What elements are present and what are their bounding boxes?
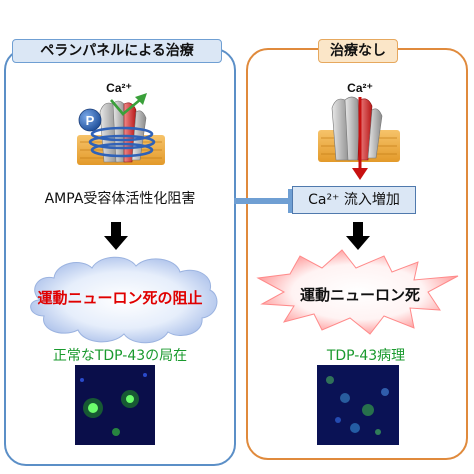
deflected-arrow-icon	[110, 93, 147, 116]
ampa-inhibition-label: AMPA受容体活性化阻害	[44, 191, 196, 207]
calcium-influx-box: Ca²⁺ 流入増加	[292, 186, 416, 214]
down-arrow-icon	[104, 222, 128, 250]
normal-tdp43-label: 正常なTDP-43の局在	[52, 348, 188, 364]
motor-neuron-death-prevention: 運動ニューロン死の阻止	[37, 289, 203, 307]
ampa-receptor-right	[331, 96, 383, 161]
motor-neuron-death: 運動ニューロン死	[299, 286, 420, 304]
influx-arrow-icon	[352, 97, 368, 180]
calcium-label-right: Ca²⁺	[347, 81, 373, 95]
micrograph-normal	[75, 365, 155, 445]
perampanel-molecule: P	[78, 108, 102, 132]
right-panel-title: 治療なし	[318, 39, 398, 63]
tdp43-pathology-label: TDP-43病理	[326, 348, 406, 364]
ampa-receptor-left	[88, 100, 156, 163]
down-arrow-icon	[346, 222, 370, 250]
inhibition-connector	[234, 189, 292, 213]
calcium-label-left: Ca²⁺	[106, 81, 132, 95]
left-panel-title: ペランパネルによる治療	[12, 39, 222, 63]
cloud-shape	[30, 256, 218, 344]
perampanel-letter: P	[86, 113, 95, 128]
burst-shape	[256, 249, 459, 335]
micrograph-pathology	[317, 365, 399, 445]
